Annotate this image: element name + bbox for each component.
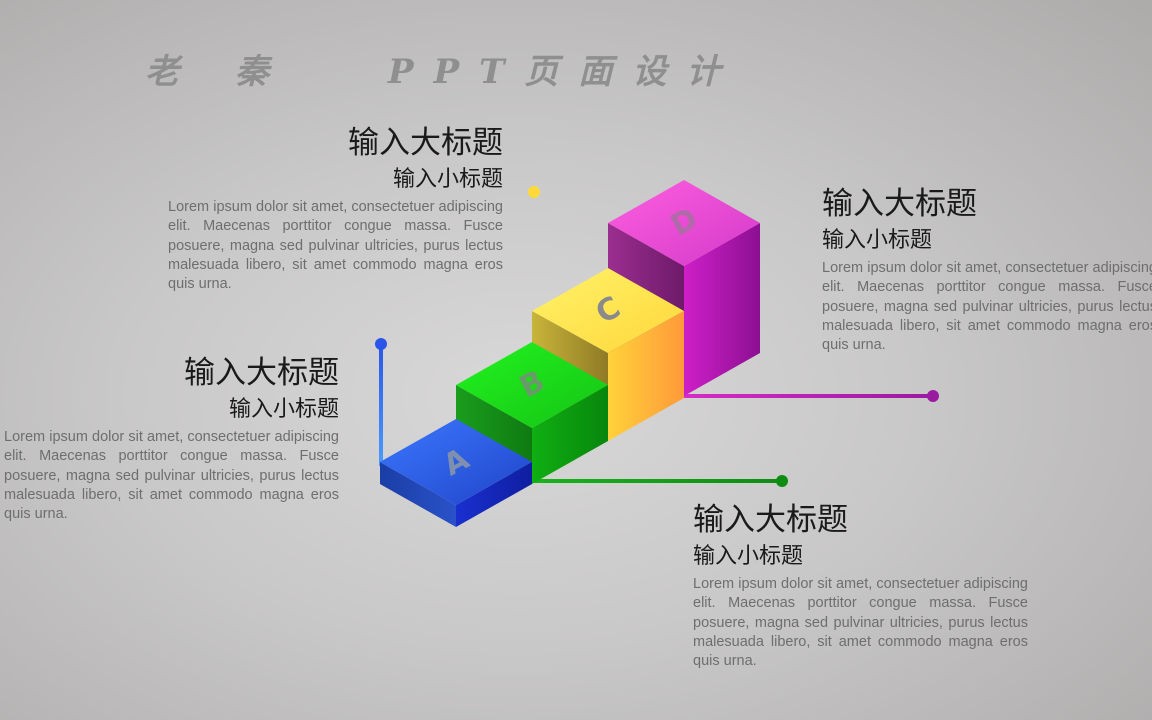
- subheading-a: 输入小标题: [228, 396, 339, 421]
- header: 老 秦 PPT页面设计: [0, 40, 1152, 92]
- heading-a: 输入大标题: [184, 355, 339, 390]
- text-block-c: 输入大标题 输入小标题 Lorem ipsum dolor sit amet, …: [168, 124, 503, 294]
- connector-d: [682, 390, 939, 402]
- text-block-d: 输入大标题 输入小标题 Lorem ipsum dolor sit amet, …: [822, 185, 1152, 355]
- heading-c: 输入大标题: [348, 125, 503, 160]
- subheading-c: 输入小标题: [392, 166, 503, 191]
- body-text-a: Lorem ipsum dolor sit amet, consectetuer…: [4, 429, 339, 523]
- body-text-d: Lorem ipsum dolor sit amet, consectetuer…: [822, 260, 1152, 354]
- subheading-b: 输入小标题: [693, 543, 804, 568]
- body-text-b: Lorem ipsum dolor sit amet, consectetuer…: [693, 576, 1028, 670]
- body-text-c: Lorem ipsum dolor sit amet, consectetuer…: [168, 199, 503, 293]
- text-block-b: 输入大标题 输入小标题 Lorem ipsum dolor sit amet, …: [693, 501, 1028, 671]
- step-block-a: A: [380, 419, 532, 527]
- author-label: 老 秦: [145, 52, 291, 92]
- connector-c: [528, 186, 540, 312]
- subheading-d: 输入小标题: [822, 227, 933, 252]
- heading-d: 输入大标题: [822, 186, 977, 221]
- page-title: PPT页面设计: [388, 52, 741, 92]
- heading-b: 输入大标题: [693, 502, 848, 537]
- text-block-a: 输入大标题 输入小标题 Lorem ipsum dolor sit amet, …: [4, 354, 339, 524]
